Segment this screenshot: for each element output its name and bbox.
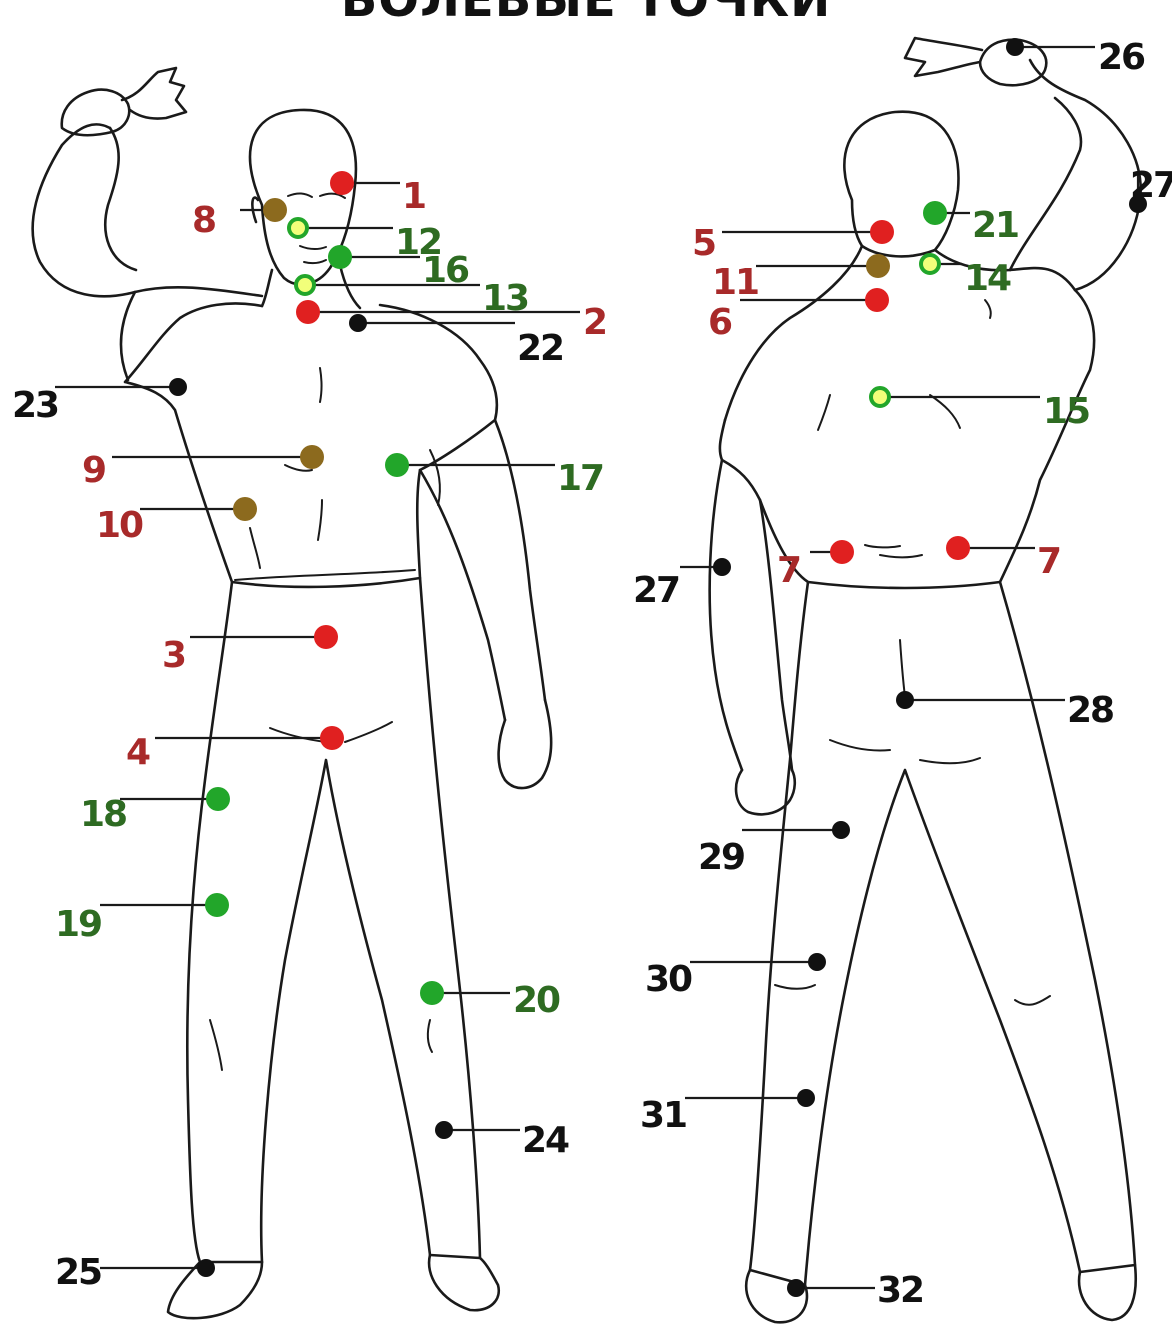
front-fist <box>62 90 129 136</box>
point-dot <box>808 953 826 971</box>
point-dot <box>713 558 731 576</box>
point-dot <box>420 981 444 1005</box>
point-label: 28 <box>1067 690 1113 731</box>
point-dot <box>787 1279 805 1297</box>
point-label: 2 <box>583 302 606 343</box>
point-label: 9 <box>82 450 105 491</box>
front-point-19: 19 <box>55 893 229 945</box>
point-dot <box>896 691 914 709</box>
point-label: 7 <box>777 550 800 591</box>
point-label: 27 <box>1130 165 1172 206</box>
point-dot <box>233 497 257 521</box>
back-figure <box>710 38 1141 1322</box>
point-label: 23 <box>12 385 58 426</box>
point-label: 32 <box>877 1270 923 1311</box>
point-dot <box>289 219 307 237</box>
back-point-27: 27 <box>633 558 731 611</box>
back-point-21: 21 <box>923 201 1018 246</box>
point-label: 14 <box>964 258 1011 299</box>
point-dot <box>830 540 854 564</box>
back-point-11: 11 <box>712 254 890 303</box>
point-label: 20 <box>513 980 560 1021</box>
point-label: 27 <box>633 570 679 611</box>
back-hanging-arm <box>710 460 742 770</box>
front-hanging-hand <box>499 700 552 788</box>
point-dot <box>946 536 970 560</box>
point-dot <box>314 625 338 649</box>
point-label: 31 <box>640 1095 686 1136</box>
front-hanging-arm <box>495 420 545 700</box>
point-label: 18 <box>80 794 126 835</box>
point-label: 8 <box>192 200 215 241</box>
point-dot <box>923 201 947 225</box>
front-point-1: 1 <box>330 171 425 217</box>
back-pants <box>750 582 1135 1285</box>
back-point-5: 5 <box>692 220 894 264</box>
point-dot <box>832 821 850 839</box>
point-label: 7 <box>1037 541 1060 582</box>
point-dot <box>320 726 344 750</box>
back-raised-arm <box>1030 60 1141 290</box>
point-dot <box>865 288 889 312</box>
point-dot <box>206 787 230 811</box>
front-point-20: 20 <box>420 980 560 1021</box>
point-dot <box>263 198 287 222</box>
point-label: 25 <box>55 1252 101 1293</box>
point-label: 1 <box>402 176 425 217</box>
point-label: 24 <box>522 1120 569 1161</box>
point-label: 11 <box>712 262 758 303</box>
front-point-22: 22 <box>349 314 563 369</box>
point-label: 17 <box>557 458 603 499</box>
back-point-31: 31 <box>640 1089 815 1136</box>
point-label: 5 <box>692 223 715 264</box>
point-dot <box>866 254 890 278</box>
front-pants <box>187 578 480 1262</box>
point-dot <box>385 453 409 477</box>
front-point-3: 3 <box>162 625 338 676</box>
back-point-14: 14 <box>921 255 1011 299</box>
point-dot <box>921 255 939 273</box>
back-point-29: 29 <box>698 821 850 878</box>
point-dot <box>870 220 894 244</box>
point-dot <box>871 388 889 406</box>
front-raised-arm <box>33 124 262 296</box>
point-dot <box>435 1121 453 1139</box>
front-point-4: 4 <box>126 726 344 773</box>
front-point-9: 9 <box>82 445 324 491</box>
back-point-27: 27 <box>1129 165 1172 213</box>
point-dot <box>169 378 187 396</box>
point-dot <box>797 1089 815 1107</box>
back-point-28: 28 <box>896 690 1113 731</box>
point-dot <box>296 276 314 294</box>
point-label: 4 <box>126 732 150 773</box>
point-dot <box>1006 38 1024 56</box>
point-label: 3 <box>162 635 185 676</box>
point-label: 19 <box>55 904 101 945</box>
point-dot <box>296 300 320 324</box>
front-point-8: 8 <box>192 198 287 241</box>
point-label: 30 <box>645 959 692 1000</box>
point-dot <box>349 314 367 332</box>
point-label: 29 <box>698 837 744 878</box>
point-dot <box>205 893 229 917</box>
point-label: 22 <box>517 328 563 369</box>
front-point-24: 24 <box>435 1120 569 1161</box>
point-dot <box>330 171 354 195</box>
back-point-30: 30 <box>645 953 826 1000</box>
back-point-15: 15 <box>871 388 1089 432</box>
point-dot <box>328 245 352 269</box>
point-label: 15 <box>1043 391 1089 432</box>
front-point-10: 10 <box>96 497 257 546</box>
front-point-18: 18 <box>80 787 230 835</box>
point-label: 10 <box>96 505 143 546</box>
point-dot <box>197 1259 215 1277</box>
point-label: 6 <box>708 302 732 343</box>
front-point-23: 23 <box>12 378 187 426</box>
back-head-outline <box>844 112 958 257</box>
point-label: 21 <box>972 205 1018 246</box>
point-label: 26 <box>1098 37 1145 78</box>
point-dot <box>300 445 324 469</box>
